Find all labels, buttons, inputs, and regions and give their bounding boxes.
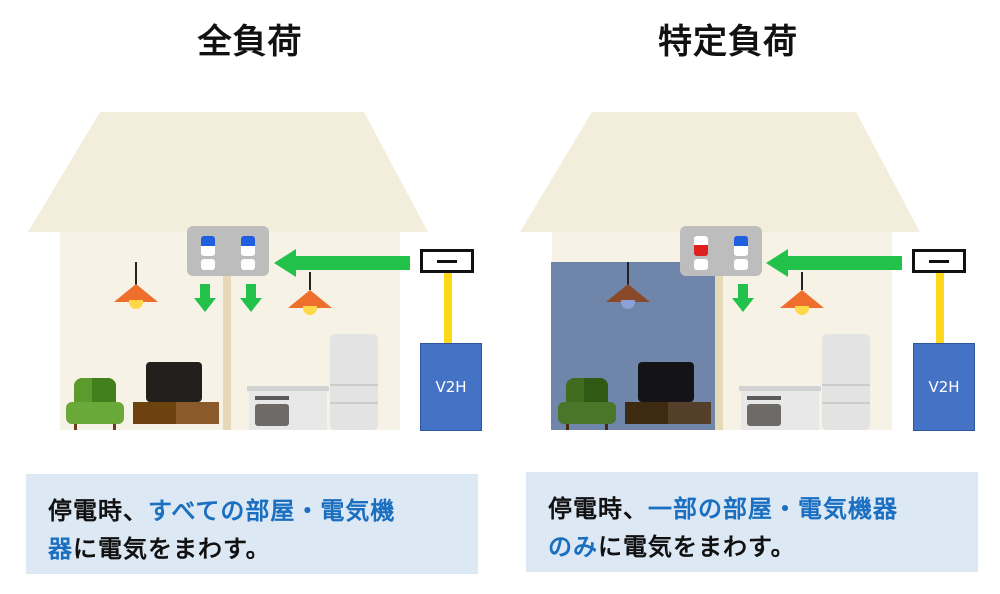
refrigerator-icon	[822, 334, 870, 430]
specific-load-title: 特定負荷	[658, 22, 798, 62]
full-load-caption: 停電時、すべての部屋・電気機 器に電気をまわす。	[26, 474, 478, 574]
arrow-down-icon	[194, 284, 216, 314]
caption-highlight: 一部の部屋・電気機器	[648, 495, 898, 523]
v2h-unit: V2H	[420, 343, 482, 431]
power-meter-icon	[420, 249, 474, 273]
breaker-switch-on	[734, 236, 748, 256]
breaker-switch	[734, 259, 748, 270]
power-flow-arrow	[786, 256, 902, 270]
distribution-board	[187, 226, 269, 276]
power-flow-arrow-head	[274, 249, 296, 277]
caption-highlight: すべての部屋・電気機	[148, 497, 396, 525]
caption-text: 停電時、	[548, 495, 648, 523]
full-load-title: 全負荷	[197, 22, 303, 62]
room-divider	[223, 270, 231, 430]
caption-highlight: 器	[48, 535, 73, 563]
v2h-label: V2H	[435, 378, 467, 396]
kitchen-counter-icon	[739, 386, 821, 430]
caption-highlight: のみ	[548, 533, 598, 561]
power-meter-icon	[912, 249, 966, 273]
v2h-unit: V2H	[913, 343, 975, 431]
breaker-switch	[201, 259, 215, 270]
refrigerator-icon	[330, 334, 378, 430]
caption-text: に電気をまわす。	[598, 533, 796, 561]
house-roof	[520, 112, 920, 232]
kitchen-counter-icon	[247, 386, 329, 430]
room-divider	[715, 270, 723, 430]
lamp-on-icon	[780, 268, 824, 328]
specific-load-panel: 特定負荷 V2H 停電時、一部の部屋・電気機器 のみに電気をまわす。	[500, 0, 1000, 594]
power-cable	[444, 273, 452, 343]
tv-icon	[638, 362, 694, 402]
v2h-label: V2H	[928, 378, 960, 396]
tv-stand-icon	[625, 402, 711, 424]
power-flow-arrow	[294, 256, 410, 270]
breaker-switch	[694, 259, 708, 270]
armchair-icon	[66, 378, 124, 430]
tv-icon	[146, 362, 202, 402]
house-roof	[28, 112, 428, 232]
lamp-on-icon	[288, 268, 332, 328]
full-load-panel: 全負荷 V2H 停電時、すべての部屋・電気機 器に電気をまわす。	[26, 22, 482, 574]
power-flow-arrow-head	[766, 249, 788, 277]
breaker-switch-on	[201, 236, 215, 256]
tv-stand-icon	[133, 402, 219, 424]
breaker-switch-off	[694, 236, 708, 256]
armchair-icon	[558, 378, 616, 430]
breaker-switch	[241, 259, 255, 270]
lamp-off-icon	[606, 262, 650, 322]
distribution-board	[680, 226, 762, 276]
caption-text: 停電時、	[48, 497, 148, 525]
specific-load-caption: 停電時、一部の部屋・電気機器 のみに電気をまわす。	[526, 472, 978, 572]
arrow-down-icon	[240, 284, 262, 314]
breaker-switch-on	[241, 236, 255, 256]
lamp-on-icon	[114, 262, 158, 322]
power-cable	[936, 273, 944, 343]
caption-text: に電気をまわす。	[73, 535, 271, 563]
arrow-down-icon	[732, 284, 754, 314]
